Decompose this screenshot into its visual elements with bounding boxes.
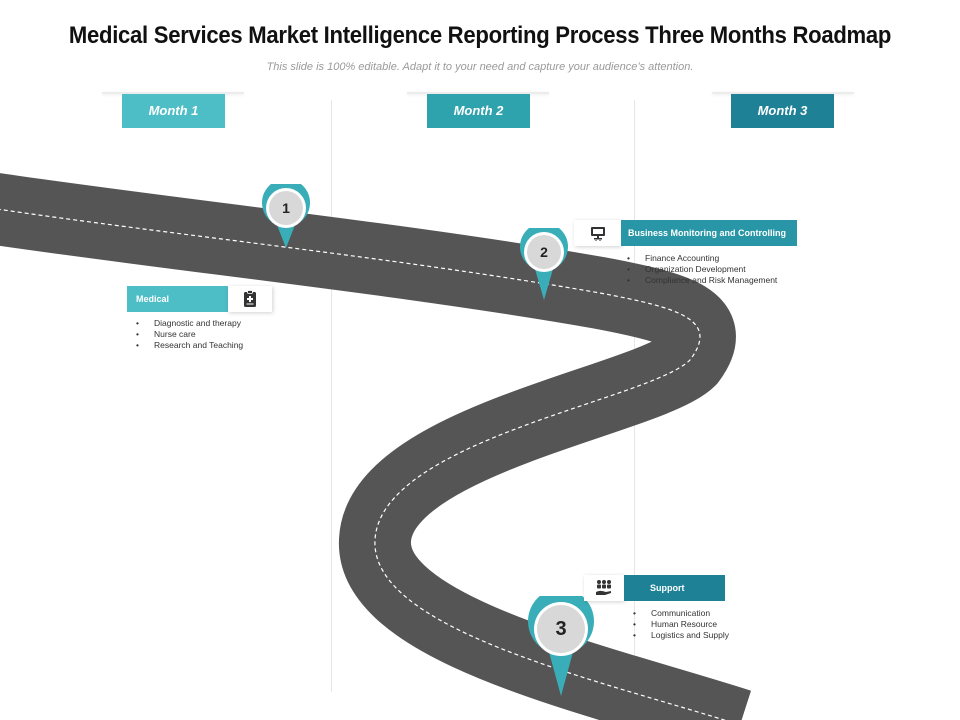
milestone-3-pin [528,596,594,696]
clipboard-icon [244,290,256,307]
monitor-icon [590,227,605,241]
list-item: Communication [631,608,729,619]
list-item: Organization Development [625,264,785,275]
business-card-icon-box [574,220,621,246]
medical-bullet-list: Diagnostic and therapy Nurse care Resear… [134,318,243,351]
medical-card-header: Medical [127,286,228,312]
list-item: Nurse care [134,329,243,340]
road-center-dash [0,208,727,720]
milestone-3-number: 3 [555,618,567,640]
team-support-icon [596,580,611,595]
business-card-header: Business Monitoring and Controlling [621,220,797,246]
month-3-shadow [712,92,854,94]
month-3-label: Month 3 [731,94,834,128]
month-1-shadow [102,92,244,94]
list-item: Compliance and Risk Management [625,275,785,286]
milestone-1-number: 1 [282,200,290,216]
support-card-icon-box [584,575,624,601]
support-bullet-list: Communication Human Resource Logistics a… [631,608,729,641]
list-item: Diagnostic and therapy [134,318,243,329]
business-bullet-list: Finance Accounting Organization Developm… [625,253,785,286]
milestone-2-pin [520,228,568,300]
milestone-1-pin [262,184,310,248]
column-divider-1 [331,100,332,692]
list-item: Finance Accounting [625,253,785,264]
month-2-shadow [407,92,549,94]
month-2-label: Month 2 [427,94,530,128]
page-title: Medical Services Market Intelligence Rep… [68,22,892,49]
list-item: Research and Teaching [134,340,243,351]
page-subtitle: This slide is 100% editable. Adapt it to… [266,61,694,73]
month-1-label: Month 1 [122,94,225,128]
support-card-header: Support [624,575,725,601]
milestone-2-number: 2 [540,244,548,260]
list-item: Human Resource [631,619,729,630]
list-item: Logistics and Supply [631,630,729,641]
medical-card-icon-box [228,286,272,312]
